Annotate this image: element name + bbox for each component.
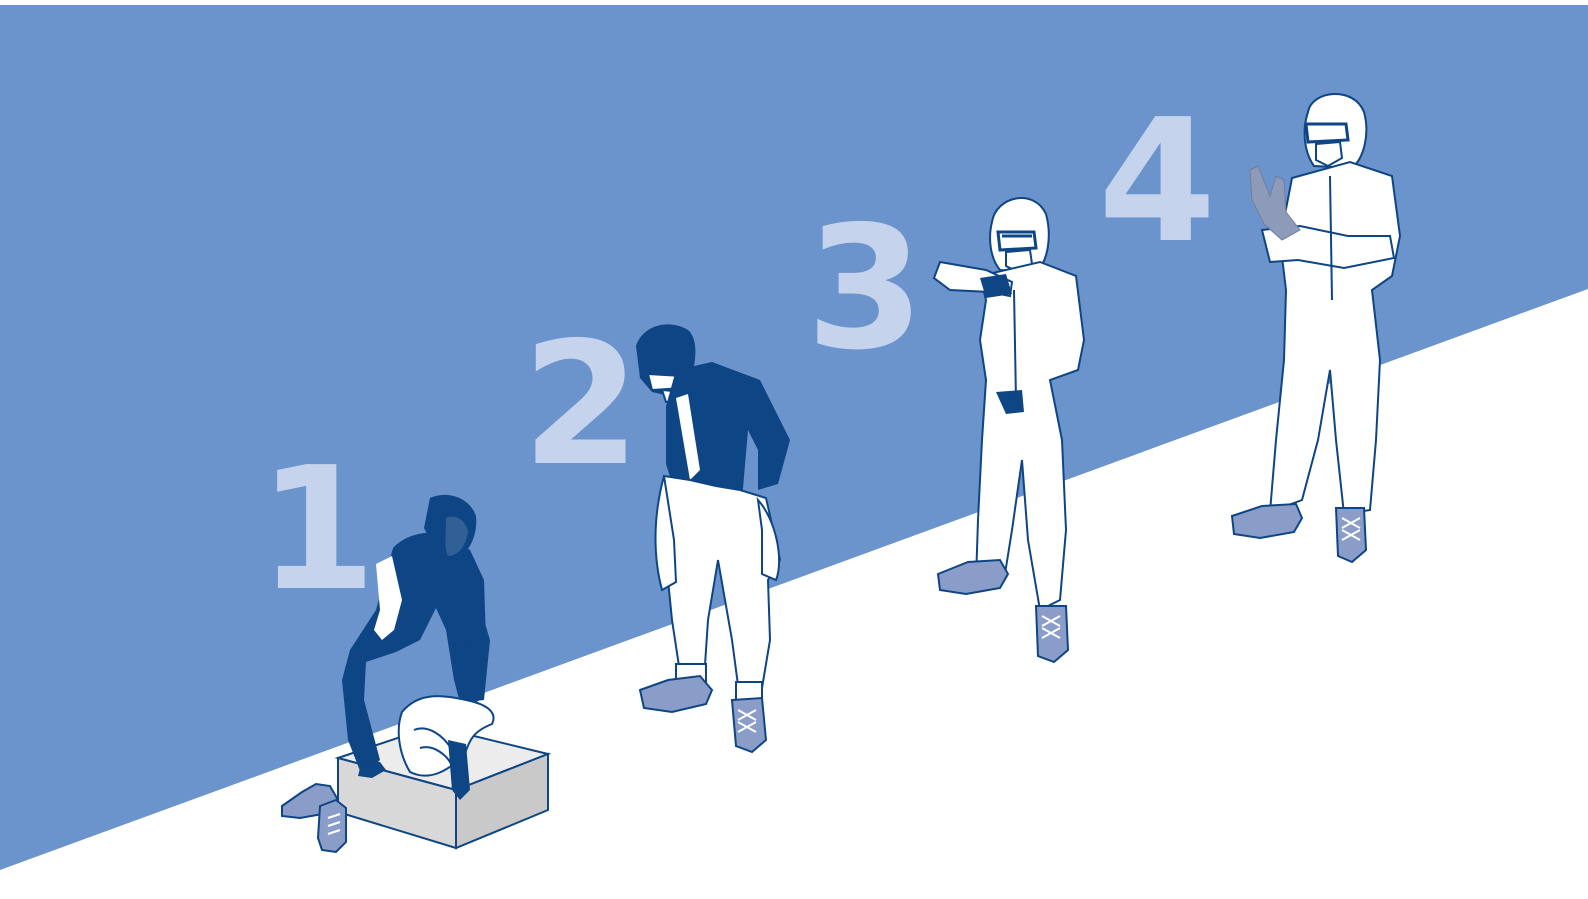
step-number-1: 1 (258, 431, 376, 629)
step-number-2: 2 (522, 306, 640, 504)
step-number-4: 4 (1098, 83, 1216, 281)
step-number-3: 3 (806, 190, 924, 388)
